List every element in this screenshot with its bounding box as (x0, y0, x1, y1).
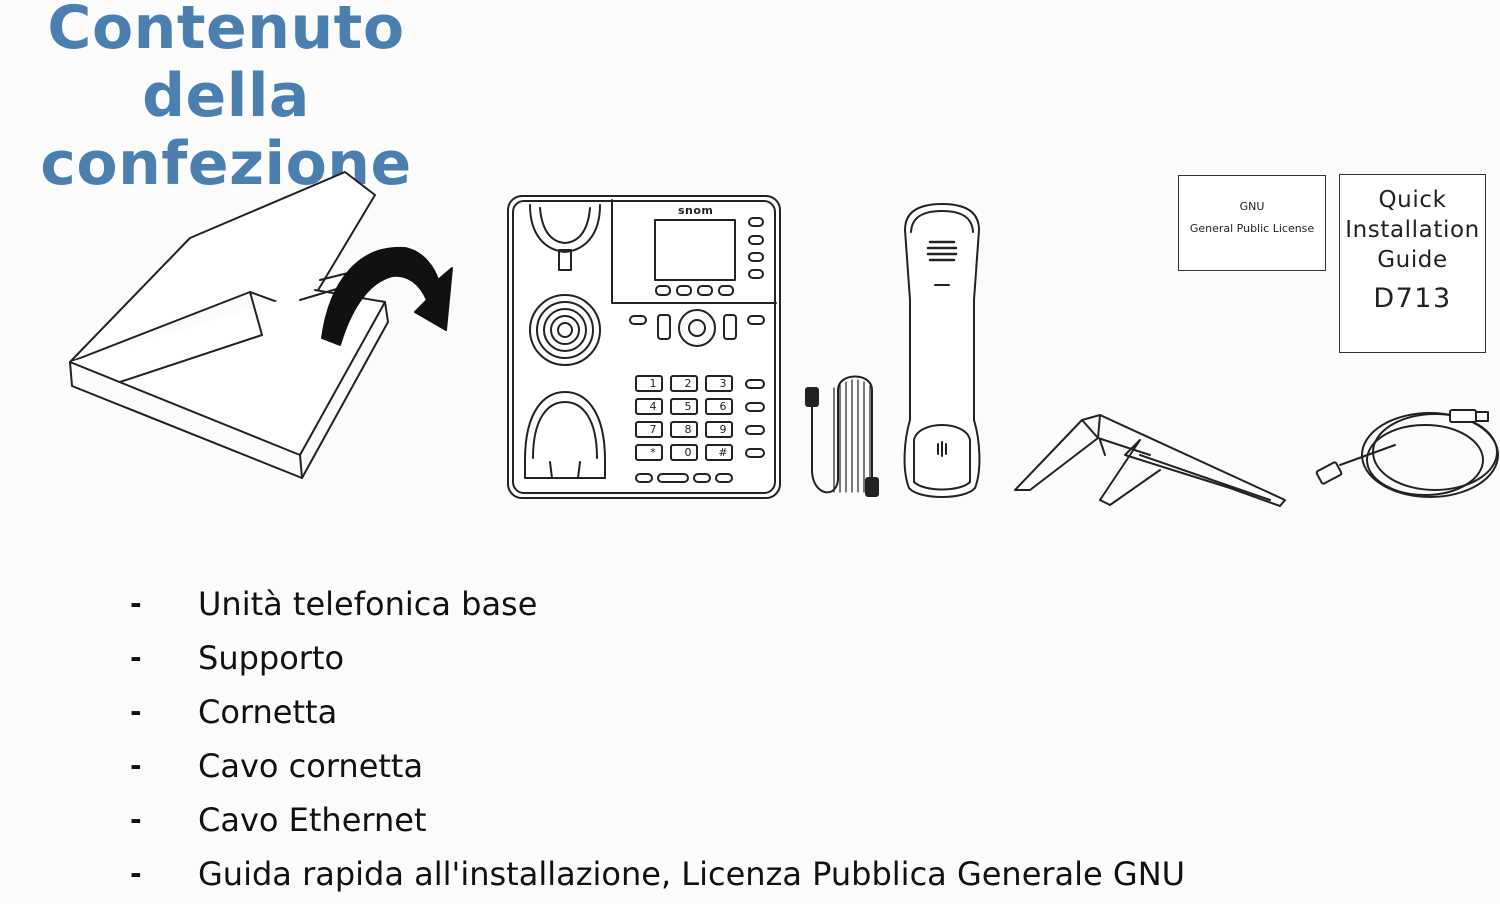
keypad-labels: 1 2 3 4 5 6 7 8 9 * 0 # (650, 377, 728, 459)
qig-line-2: Installation (1345, 217, 1480, 243)
list-item: - Cavo Ethernet (130, 796, 1185, 850)
gnu-line-1: GNU (1239, 200, 1265, 213)
list-item: - Cavo cornetta (130, 742, 1185, 796)
open-box-illustration (69, 171, 389, 479)
ethernet-cable-illustration (1315, 409, 1499, 498)
key-4: 4 (650, 400, 657, 413)
list-item: - Supporto (130, 634, 1185, 688)
list-bullet: - (130, 803, 142, 836)
key-3: 3 (720, 377, 727, 390)
list-item: - Unità telefonica base (130, 580, 1185, 634)
list-item-text: Guida rapida all'installazione, Licenza … (198, 855, 1186, 893)
phone-base-illustration (507, 195, 781, 499)
key-9: 9 (720, 423, 727, 436)
title-line-1: Contenuto della (47, 0, 405, 131)
contents-list: - Unità telefonica base - Supporto - Cornet… (130, 580, 1185, 904)
key-6: 6 (720, 400, 727, 413)
list-bullet: - (130, 587, 142, 620)
qig-model: D713 (1373, 283, 1452, 314)
key-8: 8 (685, 423, 692, 436)
list-bullet: - (130, 857, 142, 890)
key-2: 2 (685, 377, 692, 390)
list-bullet: - (130, 749, 142, 782)
key-5: 5 (685, 400, 692, 413)
handset-illustration (903, 203, 981, 498)
list-item: - Cornetta (130, 688, 1185, 742)
qig-line-3: Guide (1377, 247, 1448, 273)
list-item-text: Cornetta (198, 693, 338, 731)
key-0: 0 (685, 446, 692, 459)
list-item-text: Cavo cornetta (198, 747, 424, 785)
open-arrow-icon (321, 246, 453, 346)
gnu-license-document: GNU General Public License (1178, 175, 1326, 271)
gnu-line-2: General Public License (1189, 222, 1315, 235)
list-item-text: Cavo Ethernet (198, 801, 427, 839)
quick-installation-guide-document: Quick Installation Guide D713 (1339, 174, 1486, 353)
key-1: 1 (650, 377, 657, 390)
key-7: 7 (650, 423, 657, 436)
handset-cord-illustration (805, 375, 879, 497)
stand-illustration (1014, 414, 1286, 507)
list-bullet: - (130, 641, 142, 674)
key-hash: # (718, 446, 727, 459)
list-item-text: Unità telefonica base (198, 585, 538, 623)
qig-line-1: Quick (1378, 187, 1447, 213)
list-item-text: Supporto (198, 639, 345, 677)
list-item: - Guida rapida all'installazione, Licenza… (130, 850, 1185, 904)
phone-brand-logo: snom (678, 204, 714, 217)
list-bullet: - (130, 695, 142, 728)
key-star: * (650, 446, 656, 459)
package-contents-illustration: 1 2 3 4 5 6 7 8 9 * 0 # (69, 171, 1499, 507)
